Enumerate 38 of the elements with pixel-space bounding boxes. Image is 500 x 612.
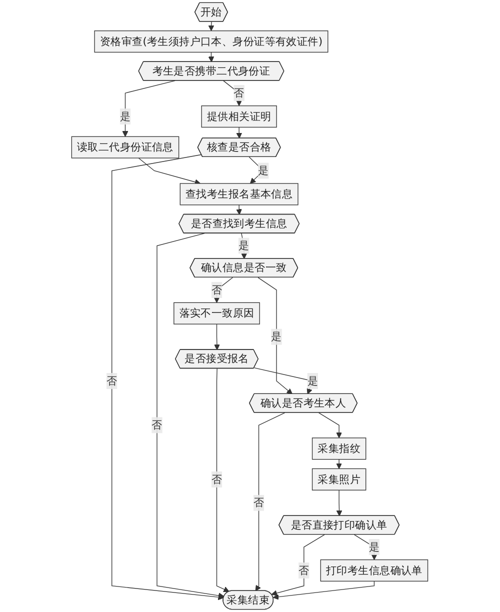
edge-label: 否 [254,496,264,509]
node-box: 采集照片 [312,468,366,490]
edge-label: 是 [258,164,270,177]
edge-label: 是 [271,330,282,343]
arrow [112,154,224,600]
node-box: 查找考生报名基本信息 [180,183,299,206]
arrow [272,534,326,596]
arrow [236,126,242,139]
node-box: 落实不一致原因 [174,302,260,324]
node-box: 打印考生信息确认单 [320,559,428,582]
edge-label: 否 [152,418,163,432]
node-box: 提供相关证明 [202,105,278,128]
edge-label: 是 [369,540,380,554]
arrow [318,412,342,438]
node-box: 采集指纹 [312,438,366,460]
edge-label: 是 [238,239,250,252]
arrow [236,204,242,215]
edge-label: 否 [298,564,310,577]
edge-label: 是 [308,374,318,388]
arrow [223,80,242,106]
node-box: 资格审查(考生须持户口本、身份证等有效证件) [94,30,328,53]
arrow [336,490,342,516]
arrow [138,158,201,185]
arrow [258,277,293,394]
arrow [273,580,375,600]
node-box: 读取二代身份证信息 [72,136,180,158]
arrow [208,52,214,62]
arrow [336,459,342,469]
edge-label: 否 [212,283,222,296]
edge-label: 否 [234,86,245,100]
edge-label: 是 [120,110,131,123]
arrow [208,21,214,32]
edge-label: 否 [212,472,222,486]
arrow [256,412,286,592]
edge-label: 否 [106,374,118,388]
arrow [214,324,220,350]
arrow [156,233,225,599]
arrow [216,368,230,592]
